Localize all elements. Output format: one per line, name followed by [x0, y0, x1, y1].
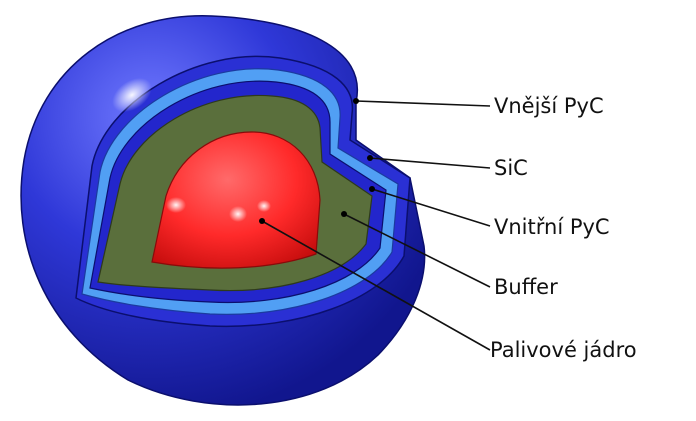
label-sic: SiC — [494, 156, 528, 180]
kernel-highlight-left — [166, 197, 186, 213]
kernel-highlight-right — [257, 200, 271, 212]
leader-dot-sic — [367, 155, 373, 161]
leader-dot-buffer — [341, 211, 347, 217]
label-buffer: Buffer — [494, 275, 558, 299]
leader-outer-pyc — [356, 101, 490, 106]
kernel-highlight-mid — [229, 206, 247, 222]
label-outer-pyc: Vnější PyC — [494, 94, 604, 118]
label-inner-pyc: Vnitřní PyC — [494, 215, 610, 239]
leader-dot-kernel — [259, 218, 265, 224]
label-kernel: Palivové jádro — [490, 338, 637, 362]
leader-dot-inner-pyc — [369, 186, 375, 192]
leader-dot-outer-pyc — [353, 98, 359, 104]
